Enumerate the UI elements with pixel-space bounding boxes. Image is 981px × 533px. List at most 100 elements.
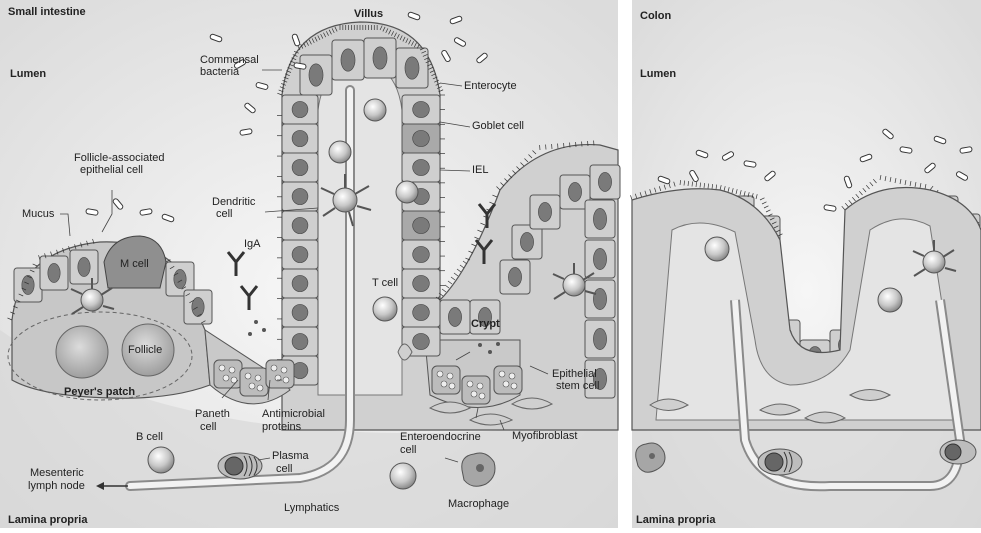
cell-nucleus	[413, 159, 430, 175]
b-cell-label: B cell	[136, 431, 163, 443]
cell-nucleus	[593, 248, 606, 269]
cell-nucleus	[593, 288, 606, 309]
lamina-propria-label-left: Lamina propria	[8, 514, 87, 526]
paneth-granule	[479, 393, 485, 399]
cell-nucleus	[413, 130, 430, 146]
colon-immune-cell	[878, 288, 902, 312]
paneth-granule	[283, 377, 289, 383]
intraepithelial-lymphocyte	[329, 141, 351, 163]
paneth-granule	[255, 375, 261, 381]
paneth-granule	[467, 381, 473, 387]
cell-nucleus	[598, 172, 611, 191]
paneth-cell	[494, 366, 522, 394]
cell-nucleus	[292, 159, 308, 175]
paneth-granule	[245, 373, 251, 379]
cell-nucleus	[413, 101, 430, 117]
paneth-granule	[449, 383, 455, 389]
cell-nucleus	[292, 101, 308, 117]
plasma-cell-label-2: cell	[276, 463, 293, 475]
villus-core	[318, 62, 402, 395]
cell-nucleus	[292, 333, 308, 349]
paneth-granule	[219, 365, 225, 371]
follicle-label: Follicle	[128, 344, 162, 356]
cell-nucleus	[309, 64, 323, 86]
enteroendocrine-label-2: cell	[400, 444, 417, 456]
cell-nucleus	[568, 182, 581, 201]
paneth-cell-label-1: Paneth	[195, 408, 230, 420]
cell-nucleus	[413, 333, 430, 349]
plasma-cell	[218, 453, 262, 479]
colon-title: Colon	[640, 10, 671, 22]
lymphatics-label: Lymphatics	[284, 502, 339, 514]
paneth-cell	[432, 366, 460, 394]
cell-nucleus	[341, 49, 355, 71]
cell-nucleus	[174, 269, 186, 288]
mucus-label: Mucus	[22, 208, 54, 220]
paneth-granule	[499, 371, 505, 377]
t-cell	[373, 297, 397, 321]
iga-label: IgA	[244, 238, 261, 250]
colon-plasma-cell-2	[940, 440, 976, 464]
cell-nucleus	[292, 188, 308, 204]
intraepithelial-lymphocyte	[396, 181, 418, 203]
paneth-cell	[462, 376, 490, 404]
macrophage-label: Macrophage	[448, 498, 509, 510]
antimicrobial-label-1: Antimicrobial	[262, 408, 325, 420]
iel-label: IEL	[472, 164, 489, 176]
b-cell	[148, 447, 174, 473]
paneth-cell	[240, 368, 268, 396]
cell-nucleus	[292, 130, 308, 146]
commensal-bacteria-label-2: bacteria	[200, 66, 239, 78]
dendritic-cell-label-1: Dendritic	[212, 196, 255, 208]
cell-nucleus	[373, 47, 387, 69]
peyers-patch-label: Peyer's patch	[64, 386, 135, 398]
paneth-granule	[503, 381, 509, 387]
myofibroblast-label: Myofibroblast	[512, 430, 577, 442]
colon-plasma-cell	[758, 449, 802, 475]
mesenteric-label-2: lymph node	[28, 480, 85, 492]
paneth-granule	[223, 375, 229, 381]
paneth-granule	[447, 373, 453, 379]
intraepithelial-lymphocyte	[364, 99, 386, 121]
paneth-granule	[509, 373, 515, 379]
cell-nucleus	[520, 232, 533, 251]
cell-nucleus	[413, 275, 430, 291]
paneth-granule	[511, 383, 517, 389]
cell-nucleus	[292, 217, 308, 233]
cell-nucleus	[413, 217, 430, 233]
follicle-associated-label-1: Follicle-associated	[74, 152, 164, 164]
paneth-granule	[249, 383, 255, 389]
cell-nucleus	[405, 57, 419, 79]
antimicrobial-label-2: proteins	[262, 421, 301, 433]
epithelial-stem-cell-label-2: stem cell	[556, 380, 599, 392]
cell-nucleus	[413, 246, 430, 262]
lumen-label-right: Lumen	[640, 68, 676, 80]
cell-nucleus	[448, 307, 461, 326]
lp-cell	[390, 463, 416, 489]
enterocyte-label: Enterocyte	[464, 80, 517, 92]
cell-nucleus	[292, 275, 308, 291]
follicle-left	[56, 326, 108, 378]
goblet-cell-label: Goblet cell	[472, 120, 524, 132]
cell-nucleus	[508, 267, 521, 286]
paneth-granule	[477, 383, 483, 389]
paneth-cell	[214, 360, 242, 388]
colon-immune-cell-2	[705, 237, 729, 261]
cell-nucleus	[292, 246, 308, 262]
paneth-granule	[257, 385, 263, 391]
mesenteric-label-1: Mesenteric	[30, 467, 84, 479]
m-cell-label: M cell	[120, 258, 149, 270]
commensal-bacteria-label-1: Commensal	[200, 54, 259, 66]
cell-nucleus	[413, 304, 430, 320]
paneth-granule	[271, 365, 277, 371]
paneth-granule	[437, 371, 443, 377]
paneth-granule	[471, 391, 477, 397]
cell-nucleus	[538, 202, 551, 221]
cell-nucleus	[593, 208, 606, 229]
paneth-cell-label-2: cell	[200, 421, 217, 433]
macrophage	[462, 453, 495, 486]
paneth-granule	[281, 367, 287, 373]
paneth-granule	[229, 367, 235, 373]
paneth-granule	[441, 381, 447, 387]
